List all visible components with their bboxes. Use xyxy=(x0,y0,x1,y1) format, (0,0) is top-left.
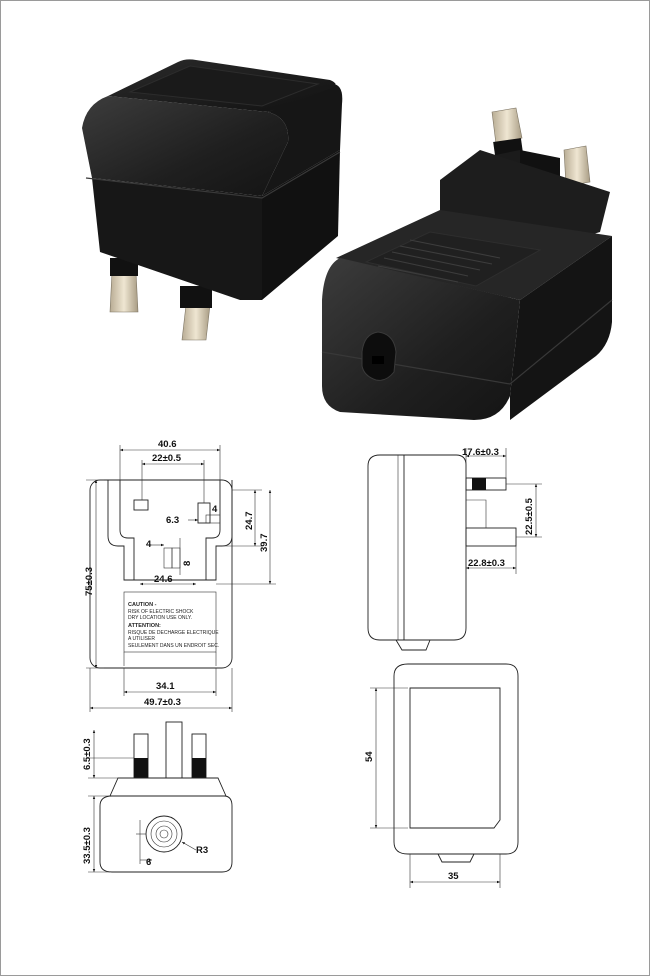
dim-upper-height: 24.7 xyxy=(244,512,255,531)
dim-pin-length: 17.6±0.3 xyxy=(462,447,499,458)
dim-total-height: 75±0.3 xyxy=(84,567,95,596)
caution-line-5: RISQUE DE DECHARGE ELECTRIQUE xyxy=(128,630,219,636)
adapter-photo-front xyxy=(82,59,343,341)
dim-body-height: 33.5±0.3 xyxy=(82,827,93,864)
dim-total-width: 49.7±0.3 xyxy=(144,697,181,708)
caution-line-1: CAUTION - xyxy=(128,602,157,608)
bottom-view-drawing: R3 6 6.5±0.3 33.5±0.3 xyxy=(82,721,233,873)
dim-pin-small: 4 xyxy=(212,504,218,515)
dim-pin-offset: 8 xyxy=(182,561,193,566)
dim-inner-width: 34.1 xyxy=(156,681,175,692)
caution-line-7: SEULEMENT DANS UN ENDROIT SEC. xyxy=(128,643,219,649)
dim-radius: R3 xyxy=(196,845,208,856)
dim-pin-spacing: 22±0.5 xyxy=(152,453,182,464)
caution-line-3: DRY LOCATION USE ONLY. xyxy=(128,615,192,621)
adapter-photo-back xyxy=(321,107,613,420)
dim-pin-pitch: 22.5±0.5 xyxy=(524,497,535,535)
dim-offset: 6 xyxy=(146,857,151,868)
caution-line-6: A UTILISER xyxy=(128,636,155,642)
dim-top-width2: 35 xyxy=(448,871,459,882)
caution-line-4: ATTENTION: xyxy=(128,623,161,629)
caution-line-2: RISK OF ELECTRIC SHOCK xyxy=(128,609,194,615)
dim-pin-height: 6.5±0.3 xyxy=(82,738,93,770)
dim-pin-gap: 6.3 xyxy=(166,515,179,526)
dim-earth-to-pins: 24.6 xyxy=(154,574,173,585)
front-view-drawing: CAUTION - RISK OF ELECTRIC SHOCK DRY LOC… xyxy=(84,439,276,712)
dim-top-height: 54 xyxy=(364,751,375,762)
dim-plug-height: 39.7 xyxy=(259,534,270,553)
dim-pin-width: 4 xyxy=(146,539,152,550)
top-view-drawing: 54 35 xyxy=(364,663,519,888)
dim-earth-length: 22.8±0.3 xyxy=(468,558,505,569)
dim-top-width: 40.6 xyxy=(158,439,177,450)
side-view-drawing: 17.6±0.3 22.5±0.5 22.8±0.3 xyxy=(367,447,542,651)
